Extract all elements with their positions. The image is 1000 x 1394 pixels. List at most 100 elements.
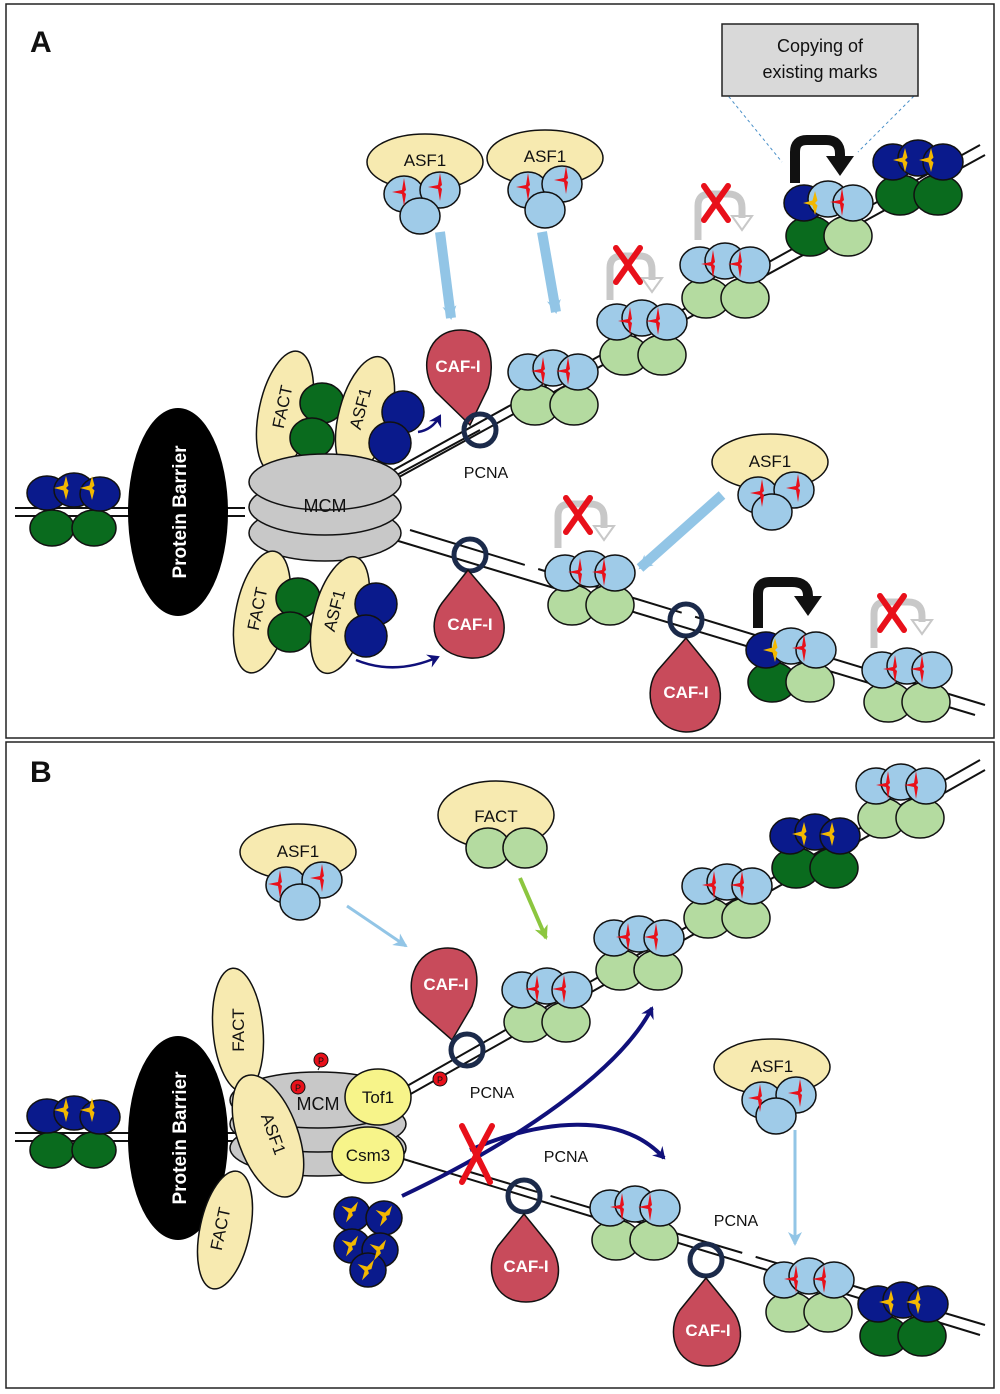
callout-text-line1: Copying of	[777, 36, 864, 56]
dark-blue-arrow-to-upper	[401, 1006, 654, 1198]
star-mark-icon	[876, 771, 890, 799]
star-mark-icon	[792, 634, 806, 662]
star-mark-icon	[80, 476, 95, 500]
caf1-factor	[425, 329, 492, 427]
new-nucleosome	[855, 763, 947, 839]
star-mark-icon	[310, 864, 324, 892]
fact-lower: FACT	[196, 1170, 254, 1290]
asf1-middle: ASF1	[231, 1074, 305, 1198]
new-nucleosome	[589, 1185, 681, 1261]
caf1-upper: CAF-I	[425, 329, 492, 427]
caf1-factor	[433, 568, 505, 659]
phospho-label: P	[318, 1056, 324, 1066]
phospho-label: P	[437, 1075, 443, 1085]
caf1-label: CAF-I	[447, 615, 492, 634]
panel-b: B Protein Barrier MCM	[5, 741, 995, 1389]
mcm-label: MCM	[304, 496, 347, 516]
asf1-label: ASF1	[524, 147, 567, 166]
tof1: Tof1	[344, 1068, 412, 1126]
dark-blue-transfer-arrow-lower	[355, 654, 440, 669]
caf1-lower-left: CAF-I	[433, 568, 505, 659]
new-nucleosome	[593, 915, 685, 991]
new-nucleosome	[596, 299, 688, 376]
red-x-icon	[613, 245, 643, 285]
pcna-label: PCNA	[470, 1085, 515, 1102]
asf1-label: ASF1	[751, 1057, 794, 1076]
asf1-complex-2: ASF1	[486, 129, 604, 229]
caf1-factor	[672, 1276, 742, 1367]
star-mark-icon	[525, 975, 539, 1003]
fact-upper: FACT	[255, 350, 345, 474]
tof1-label: Tof1	[362, 1088, 394, 1107]
star-mark-icon	[763, 638, 778, 662]
star-mark-icon	[701, 250, 715, 278]
pcna-label: PCNA	[464, 465, 509, 482]
phospho-mark: P	[290, 1079, 306, 1095]
star-mark-icon	[830, 188, 844, 216]
star-mark-icon	[531, 357, 545, 385]
light-blue-arrow	[537, 231, 561, 314]
star-mark-icon	[803, 191, 818, 215]
mixed-nucleosome	[783, 180, 874, 257]
caf1-label: CAF-I	[663, 683, 708, 702]
star-mark-icon	[552, 975, 566, 1003]
star-mark-icon	[610, 1193, 624, 1221]
asf1-upper: ASF1	[334, 355, 425, 475]
callout-pointer-left	[724, 91, 783, 163]
star-mark-icon	[750, 479, 764, 507]
pcna-ring	[461, 411, 499, 449]
star-mark-icon	[910, 655, 924, 683]
star-mark-icon	[812, 1265, 826, 1293]
new-nucleosome	[861, 647, 953, 723]
csm3-label: Csm3	[346, 1146, 390, 1165]
star-mark-icon	[556, 357, 570, 385]
mixed-nucleosome	[745, 627, 837, 703]
asf1-lower: ASF1	[309, 555, 398, 675]
star-mark-icon	[644, 923, 658, 951]
fact-label: FACT	[474, 807, 517, 826]
panel-a-letter: A	[30, 26, 52, 59]
fact-lower: FACT	[232, 550, 321, 674]
caf1-lower-middle: CAF-I	[649, 636, 722, 733]
star-mark-icon	[375, 1205, 392, 1227]
panel-a-frame	[5, 3, 995, 739]
asf1-complex-1: ASF1	[366, 133, 484, 235]
green-arrow	[518, 877, 548, 940]
red-x-icon	[459, 1123, 495, 1185]
star-mark-icon	[618, 307, 632, 335]
asf1-label: ASF1	[404, 151, 447, 170]
star-mark-icon	[904, 771, 918, 799]
pcna-ring	[667, 601, 705, 639]
old-nucleosome	[872, 139, 964, 216]
dark-blue-transfer-arrow-upper	[417, 414, 442, 434]
star-mark-icon	[784, 1265, 798, 1293]
new-nucleosome	[507, 349, 599, 426]
gray-copy-arrow	[554, 500, 608, 548]
caf1-label: CAF-I	[423, 975, 468, 994]
pcna-ring	[505, 1177, 543, 1215]
new-nucleosome	[763, 1257, 855, 1333]
light-blue-arrow	[346, 904, 408, 948]
asf1-complex-2: ASF1	[713, 1038, 831, 1135]
star-mark-icon	[792, 822, 807, 846]
pcna-ring	[451, 536, 489, 574]
old-nucleosome	[769, 813, 861, 889]
asf1-complex-3: ASF1	[711, 433, 829, 531]
asf1-label: ASF1	[277, 842, 320, 861]
caf1-lower-left: CAF-I	[490, 1212, 560, 1303]
callout-pointer-right	[857, 91, 919, 153]
fact-complex-free: FACT	[437, 780, 555, 869]
asf1-complex-1: ASF1	[239, 823, 357, 921]
parental-nucleosome	[26, 472, 121, 547]
star-mark-icon	[341, 1235, 358, 1257]
star-mark-icon	[702, 871, 716, 899]
old-nucleosome	[857, 1281, 949, 1357]
caf1-lower-right: CAF-I	[672, 1276, 742, 1367]
fact-label: FACT	[229, 1008, 248, 1051]
pcna-label: PCNA	[714, 1213, 759, 1230]
black-copy-arrow	[790, 135, 845, 183]
new-nucleosome	[681, 863, 773, 939]
star-mark-icon	[879, 1290, 894, 1314]
star-mark-icon	[788, 1079, 802, 1107]
